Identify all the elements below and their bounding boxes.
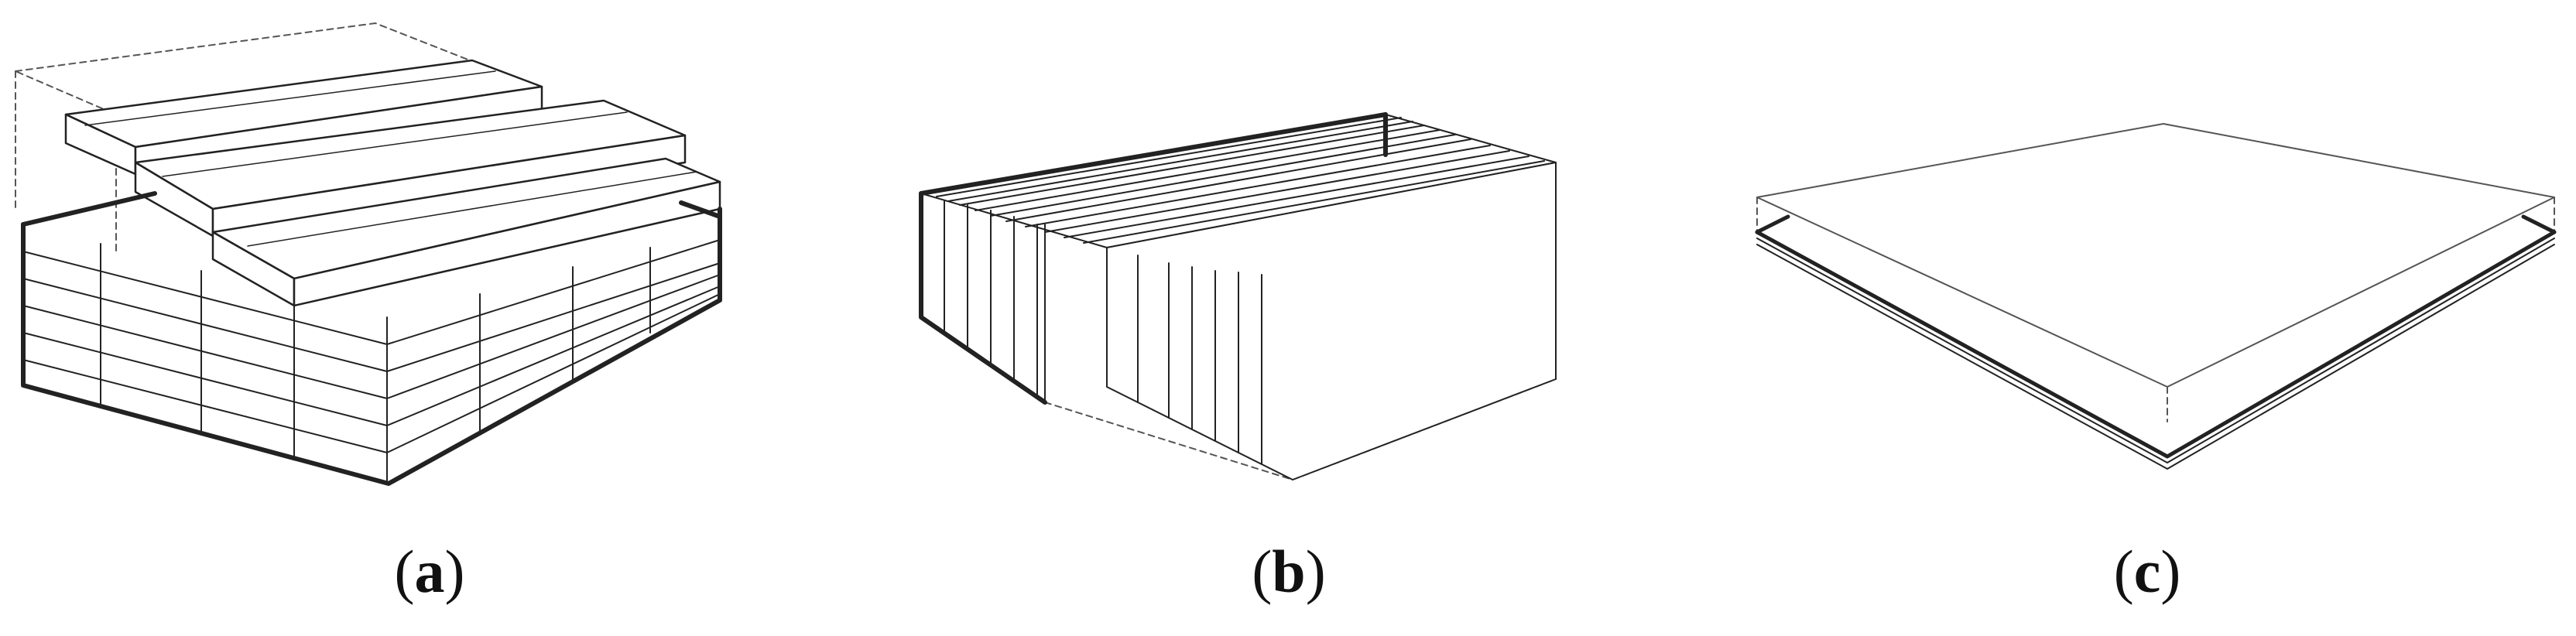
block-front	[1106, 162, 1557, 480]
plate-body	[1755, 214, 2557, 459]
panel-b-illustration	[919, 112, 1557, 480]
caption-b-close: )	[1305, 538, 1326, 605]
caption-c: (c)	[1718, 542, 2576, 602]
plate-hidden-edges	[1756, 197, 2555, 422]
caption-c-letter: c	[2133, 538, 2161, 605]
caption-a-open: (	[394, 538, 415, 605]
panel-b: (b)	[859, 0, 1718, 636]
caption-c-close: )	[2160, 538, 2181, 605]
caption-b-letter: b	[1272, 538, 1306, 605]
caption-b: (b)	[859, 542, 1718, 602]
block-outline	[919, 112, 1388, 405]
layer-lines	[22, 239, 721, 484]
caption-b-open: (	[1252, 538, 1273, 605]
caption-c-open: (	[2113, 538, 2134, 605]
end-slices	[944, 200, 1046, 403]
plate-top	[1756, 123, 2555, 388]
block-top	[920, 114, 1557, 248]
panel-c-illustration	[1755, 123, 2557, 470]
stepped-boards	[64, 59, 721, 307]
panel-a: (a)	[0, 0, 859, 636]
caption-a-letter: a	[414, 538, 445, 605]
panel-c: (c)	[1718, 0, 2576, 636]
caption-a: (a)	[0, 542, 859, 602]
plate-layers	[1756, 238, 2555, 470]
caption-a-close: )	[444, 538, 465, 605]
block-body	[21, 191, 722, 486]
panel-a-illustration	[15, 22, 722, 486]
